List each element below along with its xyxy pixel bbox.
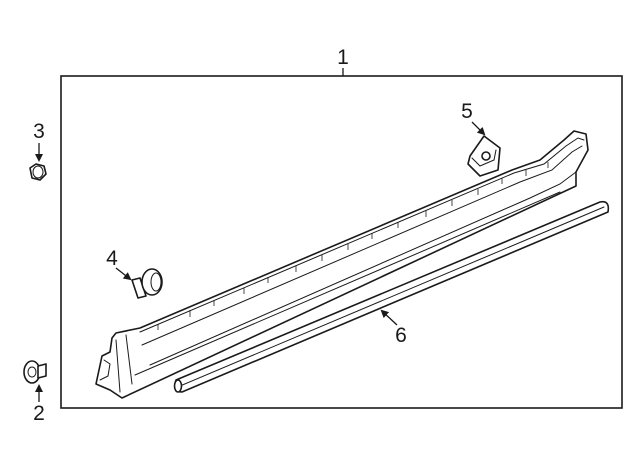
nut bbox=[29, 163, 47, 181]
assembly-frame bbox=[60, 75, 623, 409]
screw bbox=[23, 360, 47, 384]
callout-6-leader bbox=[380, 309, 398, 326]
side-molding-strip bbox=[173, 200, 610, 393]
callout-5-label: 5 bbox=[461, 100, 473, 123]
callout-4-leader bbox=[115, 267, 132, 281]
clip-nut bbox=[467, 135, 501, 177]
callout-3-label: 3 bbox=[33, 120, 45, 143]
callout-1-label: 1 bbox=[337, 46, 349, 69]
push-clip bbox=[131, 268, 163, 299]
rocker-panel-molding bbox=[95, 130, 589, 399]
callout-2-label: 2 bbox=[33, 402, 45, 425]
callout-5-leader bbox=[471, 121, 486, 136]
callout-6-label: 6 bbox=[395, 324, 407, 347]
callout-4-label: 4 bbox=[106, 247, 118, 270]
